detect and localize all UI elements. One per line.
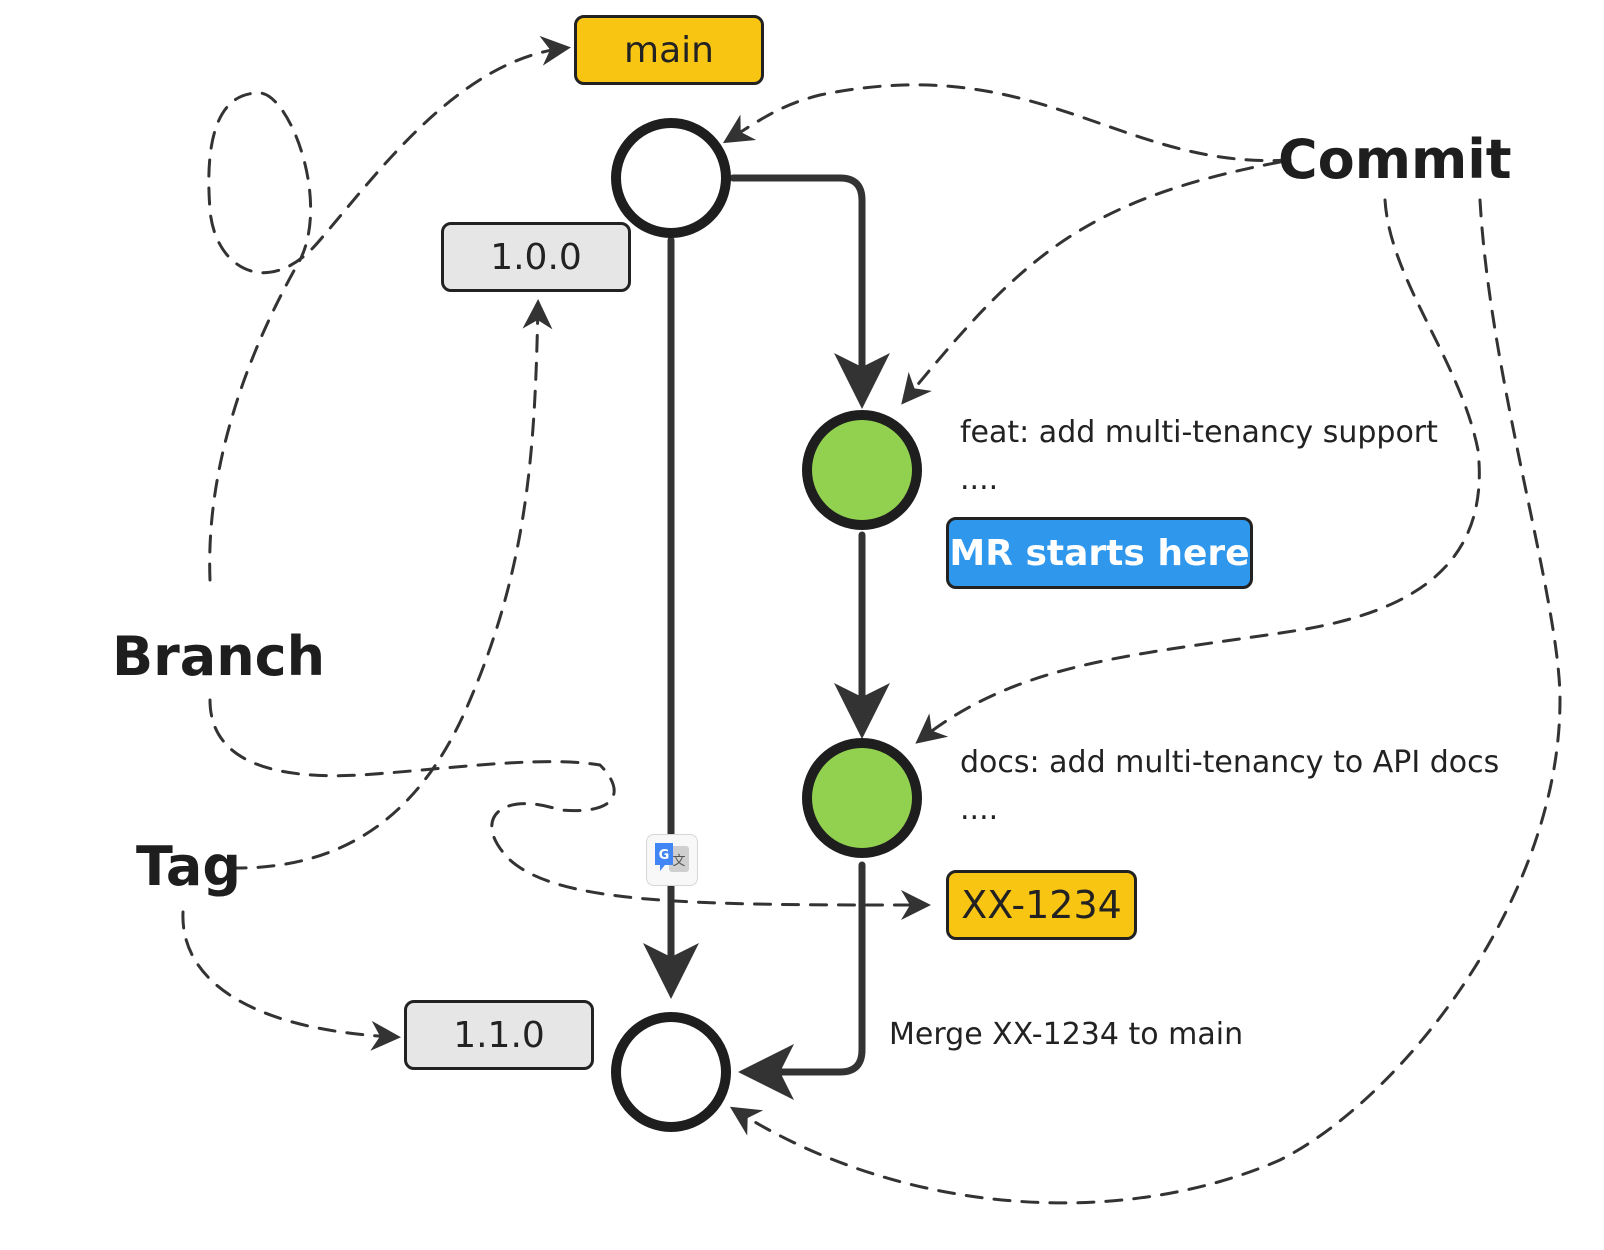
tag-to-second-arrow	[181, 910, 401, 1051]
mr-start-badge: MR starts here	[946, 517, 1253, 589]
tag-label-first: 1.0.0	[441, 222, 631, 292]
google-translate-icon[interactable]: 文 G	[646, 834, 698, 886]
annotation-arrows	[181, 35, 1562, 1205]
concept-label-commit: Commit	[1278, 128, 1512, 191]
tag-label-second-text: 1.1.0	[453, 1014, 545, 1056]
feat-commit-message: feat: add multi-tenancy support ....	[960, 410, 1438, 503]
branch-to-main-arrow	[207, 35, 571, 582]
commit-to-root-arrow	[722, 83, 1292, 163]
feat-commit-message-text: feat: add multi-tenancy support	[960, 415, 1438, 450]
merge-commit-node	[611, 1012, 731, 1132]
merge-commit-message-text: Merge XX-1234 to main	[889, 1017, 1244, 1052]
merge-line	[738, 861, 866, 1100]
branch-label-main-text: main	[624, 29, 714, 71]
google-translate-icon-graphic: 文 G	[655, 843, 689, 872]
branch-to-feature-arrow	[208, 698, 931, 920]
tag-label-first-text: 1.0.0	[490, 236, 582, 278]
mr-start-badge-text: MR starts here	[949, 532, 1250, 574]
tag-label-second: 1.1.0	[404, 1000, 594, 1070]
commit-to-docs-arrow	[915, 198, 1481, 744]
root-commit-node	[611, 118, 731, 238]
svg-text:G: G	[659, 848, 670, 863]
commit-flow-lines	[643, 174, 890, 1100]
concept-label-tag: Tag	[136, 835, 241, 898]
commit-to-feat-arrow	[901, 160, 1282, 405]
svg-text:文: 文	[672, 854, 685, 869]
branch-label-feature: XX-1234	[946, 870, 1137, 940]
branch-off-line	[729, 174, 890, 409]
branch-label-feature-text: XX-1234	[961, 883, 1122, 927]
docs-commit-message: docs: add multi-tenancy to API docs ....	[960, 740, 1499, 833]
merge-commit-message: Merge XX-1234 to main	[889, 1012, 1243, 1059]
docs-commit-node	[802, 738, 922, 858]
commit-to-merge-arrow	[729, 198, 1562, 1205]
branch-label-main: main	[574, 15, 764, 85]
tag-to-first-arrow	[228, 299, 553, 870]
docs-commit-ellipsis: ....	[960, 791, 999, 827]
feat-commit-node	[802, 410, 922, 530]
concept-label-branch: Branch	[112, 625, 326, 688]
feat-commit-ellipsis: ....	[960, 461, 999, 497]
docs-commit-message-text: docs: add multi-tenancy to API docs	[960, 745, 1500, 780]
